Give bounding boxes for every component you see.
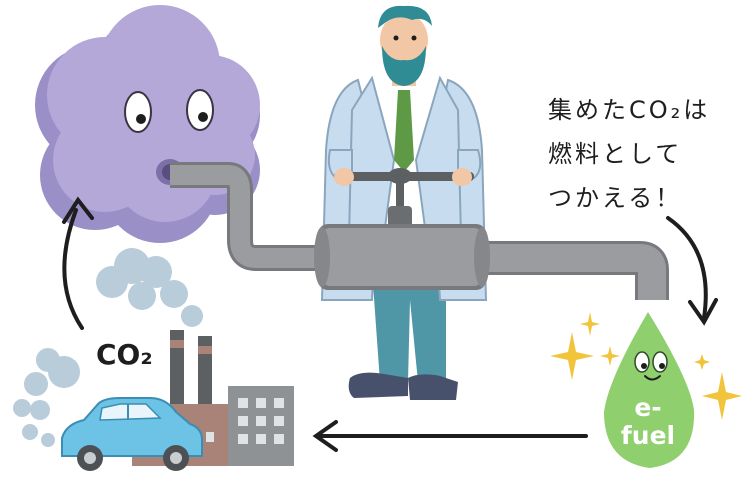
scientist-pants [348, 270, 458, 400]
car [61, 397, 203, 471]
collection-pipe [170, 162, 669, 300]
arrow-to-car [312, 420, 588, 452]
droplet-face [634, 351, 668, 381]
e-fuel-label-line-2: fuel [620, 421, 676, 450]
caption-line-3: つかえる！ [548, 184, 683, 212]
cloud-eye-right [186, 89, 214, 131]
cloud-eye-left [124, 91, 152, 133]
caption-text: 集めたCO₂は 燃料として つかえる！ [548, 88, 738, 220]
e-fuel-label: e- fuel [602, 394, 694, 450]
car-exhaust-smoke [13, 348, 80, 447]
valve-handle [334, 168, 474, 228]
scientist-tie [394, 90, 414, 172]
co2-cloud-character [35, 5, 260, 243]
scientist-head [378, 5, 432, 86]
e-fuel-label-line-1: e- [634, 393, 662, 422]
co2-label: CO₂ [96, 338, 153, 371]
factory-smoke [96, 248, 203, 327]
e-fuel-droplet [604, 312, 695, 468]
caption-line-1: 集めたCO₂は [548, 96, 711, 124]
pipe-junction [314, 224, 490, 290]
caption-line-2: 燃料として [548, 140, 683, 168]
scientist-character [314, 5, 490, 400]
sparkle-icons [550, 312, 742, 420]
arrow-to-fuel [666, 216, 718, 326]
arrow-to-cloud [62, 196, 94, 330]
